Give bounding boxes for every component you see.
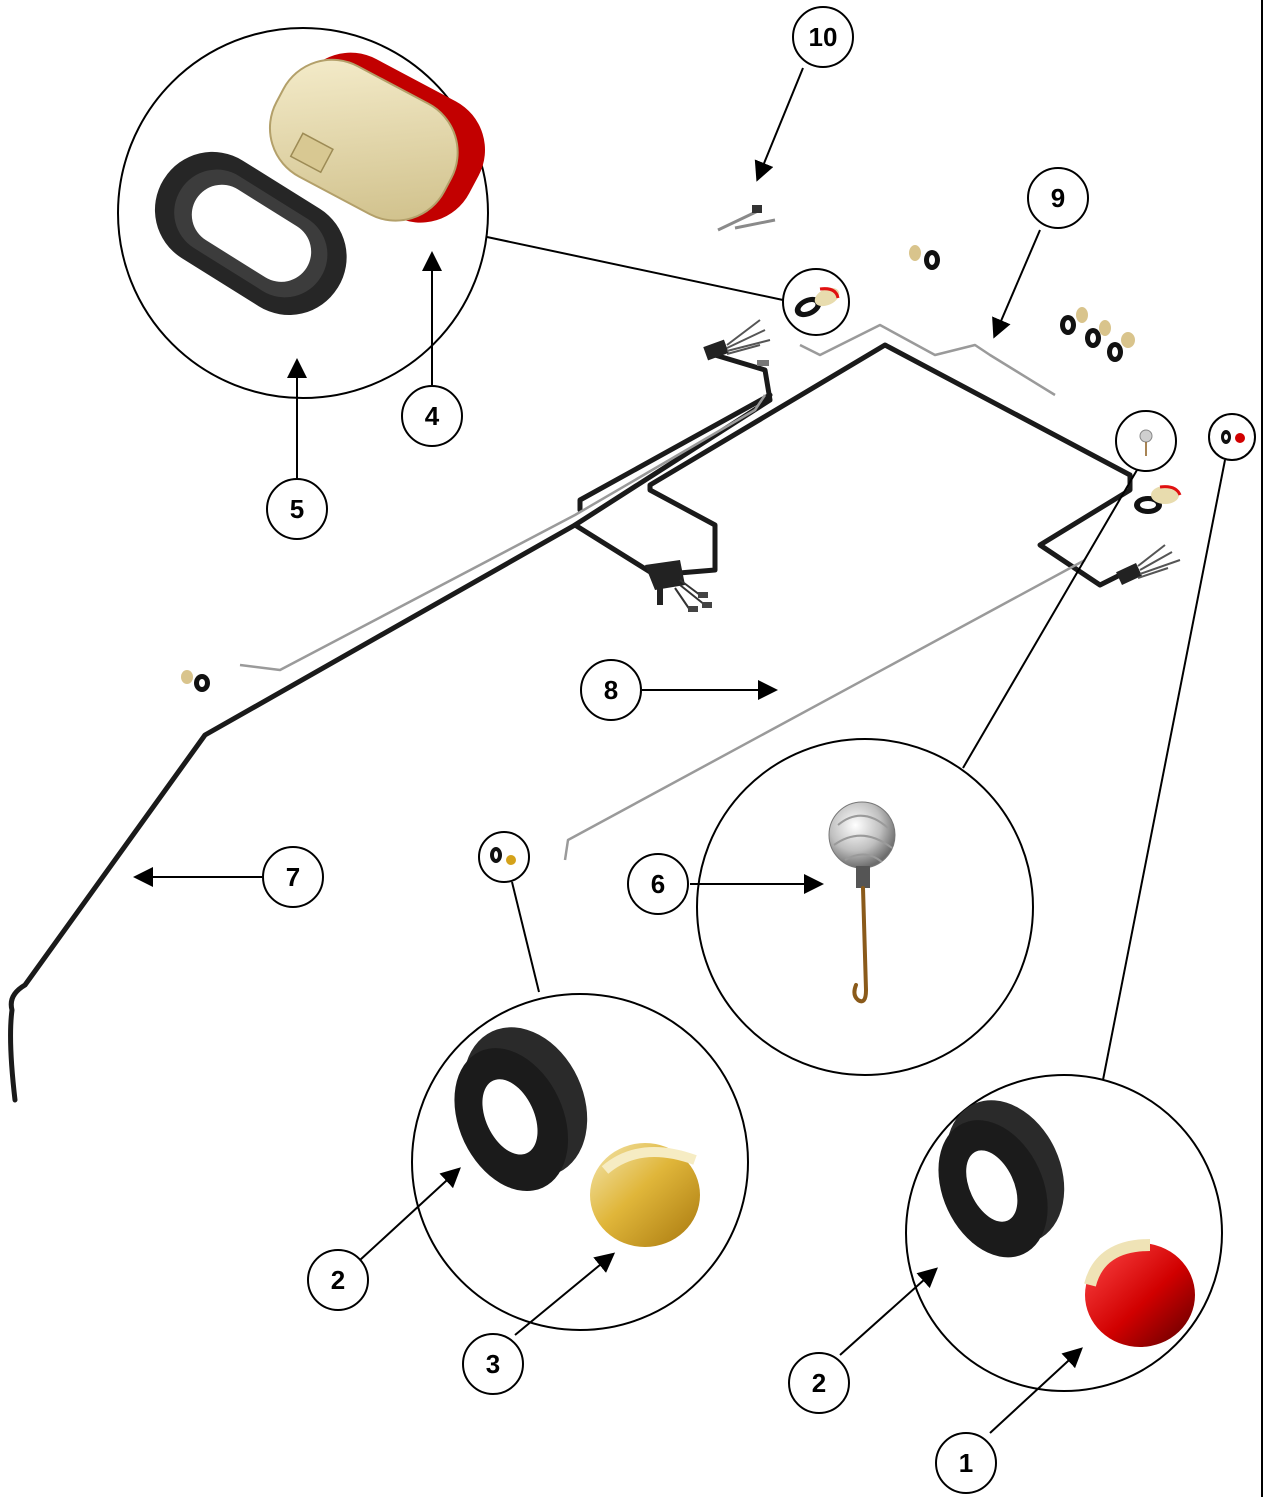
oval-grommet xyxy=(154,151,347,315)
callout-9-label: 9 xyxy=(1051,183,1065,213)
callout-6: 6 xyxy=(627,853,689,915)
thin-wire-harness xyxy=(239,323,1086,861)
callout-6-label: 6 xyxy=(651,869,665,899)
callout-5-label: 5 xyxy=(290,494,304,524)
callout-8-label: 8 xyxy=(604,675,618,705)
callout-1: 1 xyxy=(935,1432,997,1494)
callout-arrows xyxy=(133,67,1083,1434)
callout-5: 5 xyxy=(266,478,328,540)
callout-2-left: 2 xyxy=(307,1249,369,1311)
detail-oval-lamp xyxy=(117,27,489,399)
callout-3-label: 3 xyxy=(486,1349,500,1379)
callout-10-label: 10 xyxy=(809,22,838,52)
detail-red-lamp xyxy=(905,1074,1223,1392)
small-circle-red-lamp xyxy=(1208,413,1256,461)
small-circle-amber-lamp xyxy=(478,831,530,883)
bolt-assembly xyxy=(717,205,776,232)
page-border-line xyxy=(1261,0,1263,1497)
oval-lamp-body xyxy=(268,52,485,223)
callout-2-left-label: 2 xyxy=(331,1265,345,1295)
small-lamp-cluster-top xyxy=(909,245,940,270)
small-circle-knob xyxy=(1115,410,1177,472)
red-lens xyxy=(1084,1239,1195,1347)
callout-9: 9 xyxy=(1027,167,1089,229)
round-grommet-right xyxy=(938,1100,1065,1258)
callout-1-label: 1 xyxy=(959,1448,973,1478)
callout-2-right-label: 2 xyxy=(812,1368,826,1398)
round-grommet-left xyxy=(454,1027,588,1192)
callout-4: 4 xyxy=(401,385,463,447)
amber-lens xyxy=(590,1143,700,1247)
small-oval-lamp-right xyxy=(1134,485,1182,514)
callout-10: 10 xyxy=(792,6,854,68)
callout-8: 8 xyxy=(580,659,642,721)
harness-connector-top xyxy=(703,319,771,366)
callout-7-label: 7 xyxy=(286,862,300,892)
detail-amber-lamp xyxy=(411,993,749,1331)
callout-4-label: 4 xyxy=(425,401,440,431)
small-lamp-cluster-left xyxy=(181,670,210,692)
callout-7: 7 xyxy=(262,846,324,908)
small-lamp-cluster-right xyxy=(1060,307,1135,362)
detail-knob xyxy=(696,738,1034,1076)
callout-3: 3 xyxy=(462,1333,524,1395)
harness-connector-right xyxy=(1116,544,1181,585)
small-circle-oval-lamp xyxy=(782,268,850,336)
detail-leader-lines xyxy=(486,236,1226,1086)
callout-2-right: 2 xyxy=(788,1352,850,1414)
junction-block xyxy=(645,560,712,612)
